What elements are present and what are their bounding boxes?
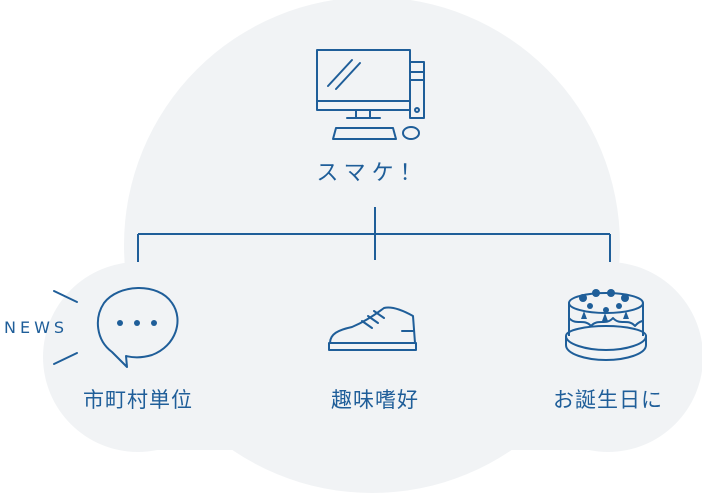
cloud-background [43, 0, 702, 493]
top-node-label: スマケ！ [316, 161, 428, 186]
news-burst-lines [53, 290, 78, 365]
desktop-computer-icon [316, 49, 425, 140]
birthday-cake-icon [565, 289, 647, 361]
tree-connector [137, 207, 611, 262]
child-node-label-hobby: 趣味嗜好 [331, 388, 419, 412]
speech-bubble-icon [96, 287, 179, 368]
news-tag: NEWS [4, 318, 69, 337]
child-node-label-birthday: お誕生日に [553, 388, 663, 412]
sneaker-icon [328, 306, 417, 351]
child-node-label-municipality: 市町村単位 [83, 388, 193, 412]
